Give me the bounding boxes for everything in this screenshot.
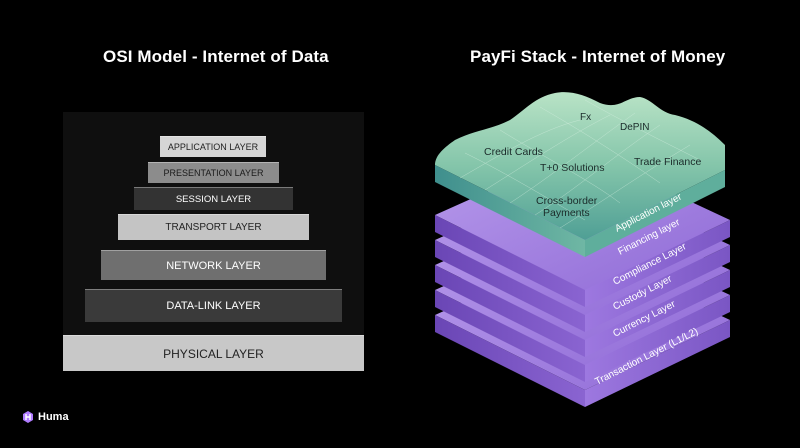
terrain-label-depin: DePIN [620, 122, 649, 133]
osi-layer-physical: PHYSICAL LAYER [63, 335, 364, 371]
terrain-label-payments: Payments [543, 207, 590, 219]
osi-layer-network: NETWORK LAYER [101, 250, 326, 280]
huma-logo-icon [23, 411, 33, 423]
osi-layer-application: APPLICATION LAYER [160, 136, 266, 157]
huma-logo-text: Huma [38, 411, 69, 423]
osi-layer-presentation: PRESENTATION LAYER [148, 162, 279, 183]
payfi-title: PayFi Stack - Internet of Money [470, 47, 726, 66]
terrain-label-fx: Fx [580, 112, 591, 123]
terrain-application-layer: Fx DePIN Credit Cards T+0 Solutions Trad… [435, 92, 725, 257]
terrain-label-t0-solutions: T+0 Solutions [540, 162, 605, 174]
huma-logo: Huma [22, 411, 69, 423]
osi-title: OSI Model - Internet of Data [103, 47, 329, 66]
payfi-stack-diagram: Fx DePIN Credit Cards T+0 Solutions Trad… [435, 92, 730, 407]
osi-layer-data-link: DATA-LINK LAYER [85, 289, 342, 322]
terrain-label-trade-finance: Trade Finance [634, 156, 701, 168]
osi-layer-transport: TRANSPORT LAYER [118, 214, 309, 240]
terrain-label-cross-border: Cross-border [536, 195, 598, 207]
osi-layer-session: SESSION LAYER [134, 187, 293, 210]
terrain-label-credit-cards: Credit Cards [484, 146, 543, 158]
osi-pyramid-panel: APPLICATION LAYER PRESENTATION LAYER SES… [63, 112, 364, 371]
